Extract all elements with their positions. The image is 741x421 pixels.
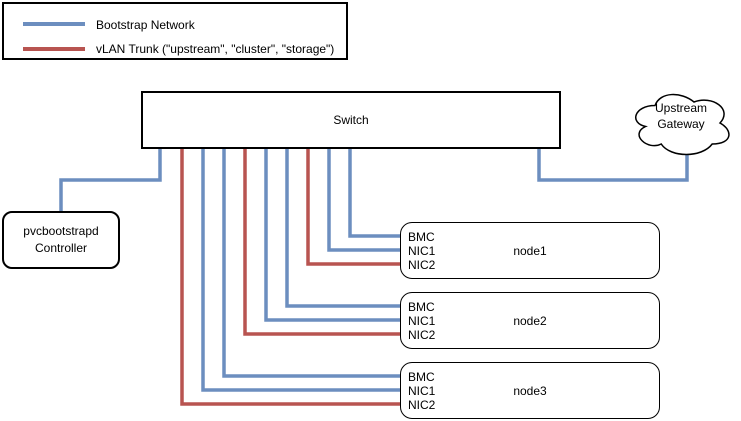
node2-port-nic2: NIC2: [408, 328, 436, 342]
legend: Bootstrap Network vLAN Trunk ("upstream"…: [2, 2, 348, 60]
upstream-gateway-label: Upstream Gateway: [629, 100, 733, 132]
node3-port-nic1: NIC1: [408, 384, 436, 398]
node2-port-bmc: BMC: [408, 300, 435, 314]
switch-label: Switch: [333, 113, 369, 127]
controller-box: pvcbootstrapd Controller: [2, 211, 120, 269]
node2-box: node2 BMC NIC1 NIC2: [400, 292, 660, 349]
link-switch-node3-bmc: [222, 149, 402, 378]
upstream-gateway-cloud: [635, 93, 730, 156]
link-switch-node2-bmc: [285, 149, 402, 308]
legend-label-vlan-trunk: vLAN Trunk ("upstream", "cluster", "stor…: [96, 42, 335, 56]
node2-port-nic1: NIC1: [408, 314, 436, 328]
controller-label-line1: pvcbootstrapd: [23, 224, 99, 238]
bootstrap-network-line-swatch: [23, 22, 85, 26]
link-switch-node2-nic1: [264, 149, 402, 322]
node1-port-bmc: BMC: [408, 230, 435, 244]
link-switch-node1-nic1: [327, 149, 402, 252]
link-switch-node1-nic2: [306, 149, 402, 266]
node1-port-nic1: NIC1: [408, 244, 436, 258]
link-switch-node3-nic2: [180, 149, 402, 406]
switch-box: Switch: [141, 91, 561, 149]
node3-port-nic2: NIC2: [408, 398, 436, 412]
node1-box: node1 BMC NIC1 NIC2: [400, 222, 660, 279]
vlan-trunk-line-swatch: [23, 47, 85, 51]
link-switch-upstream-gateway: [537, 149, 689, 182]
node2-name: node2: [513, 313, 547, 328]
legend-label-bootstrap-network: Bootstrap Network: [96, 18, 195, 32]
link-switch-node3-nic1: [201, 149, 402, 392]
link-switch-node1-bmc: [348, 149, 402, 238]
node1-port-nic2: NIC2: [408, 258, 436, 272]
node1-name: node1: [513, 243, 547, 258]
upstream-gateway-label-line1: Upstream: [654, 101, 707, 115]
link-switch-node2-nic2: [243, 149, 402, 336]
node3-name: node3: [513, 383, 547, 398]
controller-label-line2: Controller: [34, 241, 88, 255]
node3-port-bmc: BMC: [408, 370, 435, 384]
upstream-gateway-label-line2: Gateway: [657, 117, 705, 131]
link-switch-controller: [59, 149, 162, 213]
node3-box: node3 BMC NIC1 NIC2: [400, 362, 660, 419]
